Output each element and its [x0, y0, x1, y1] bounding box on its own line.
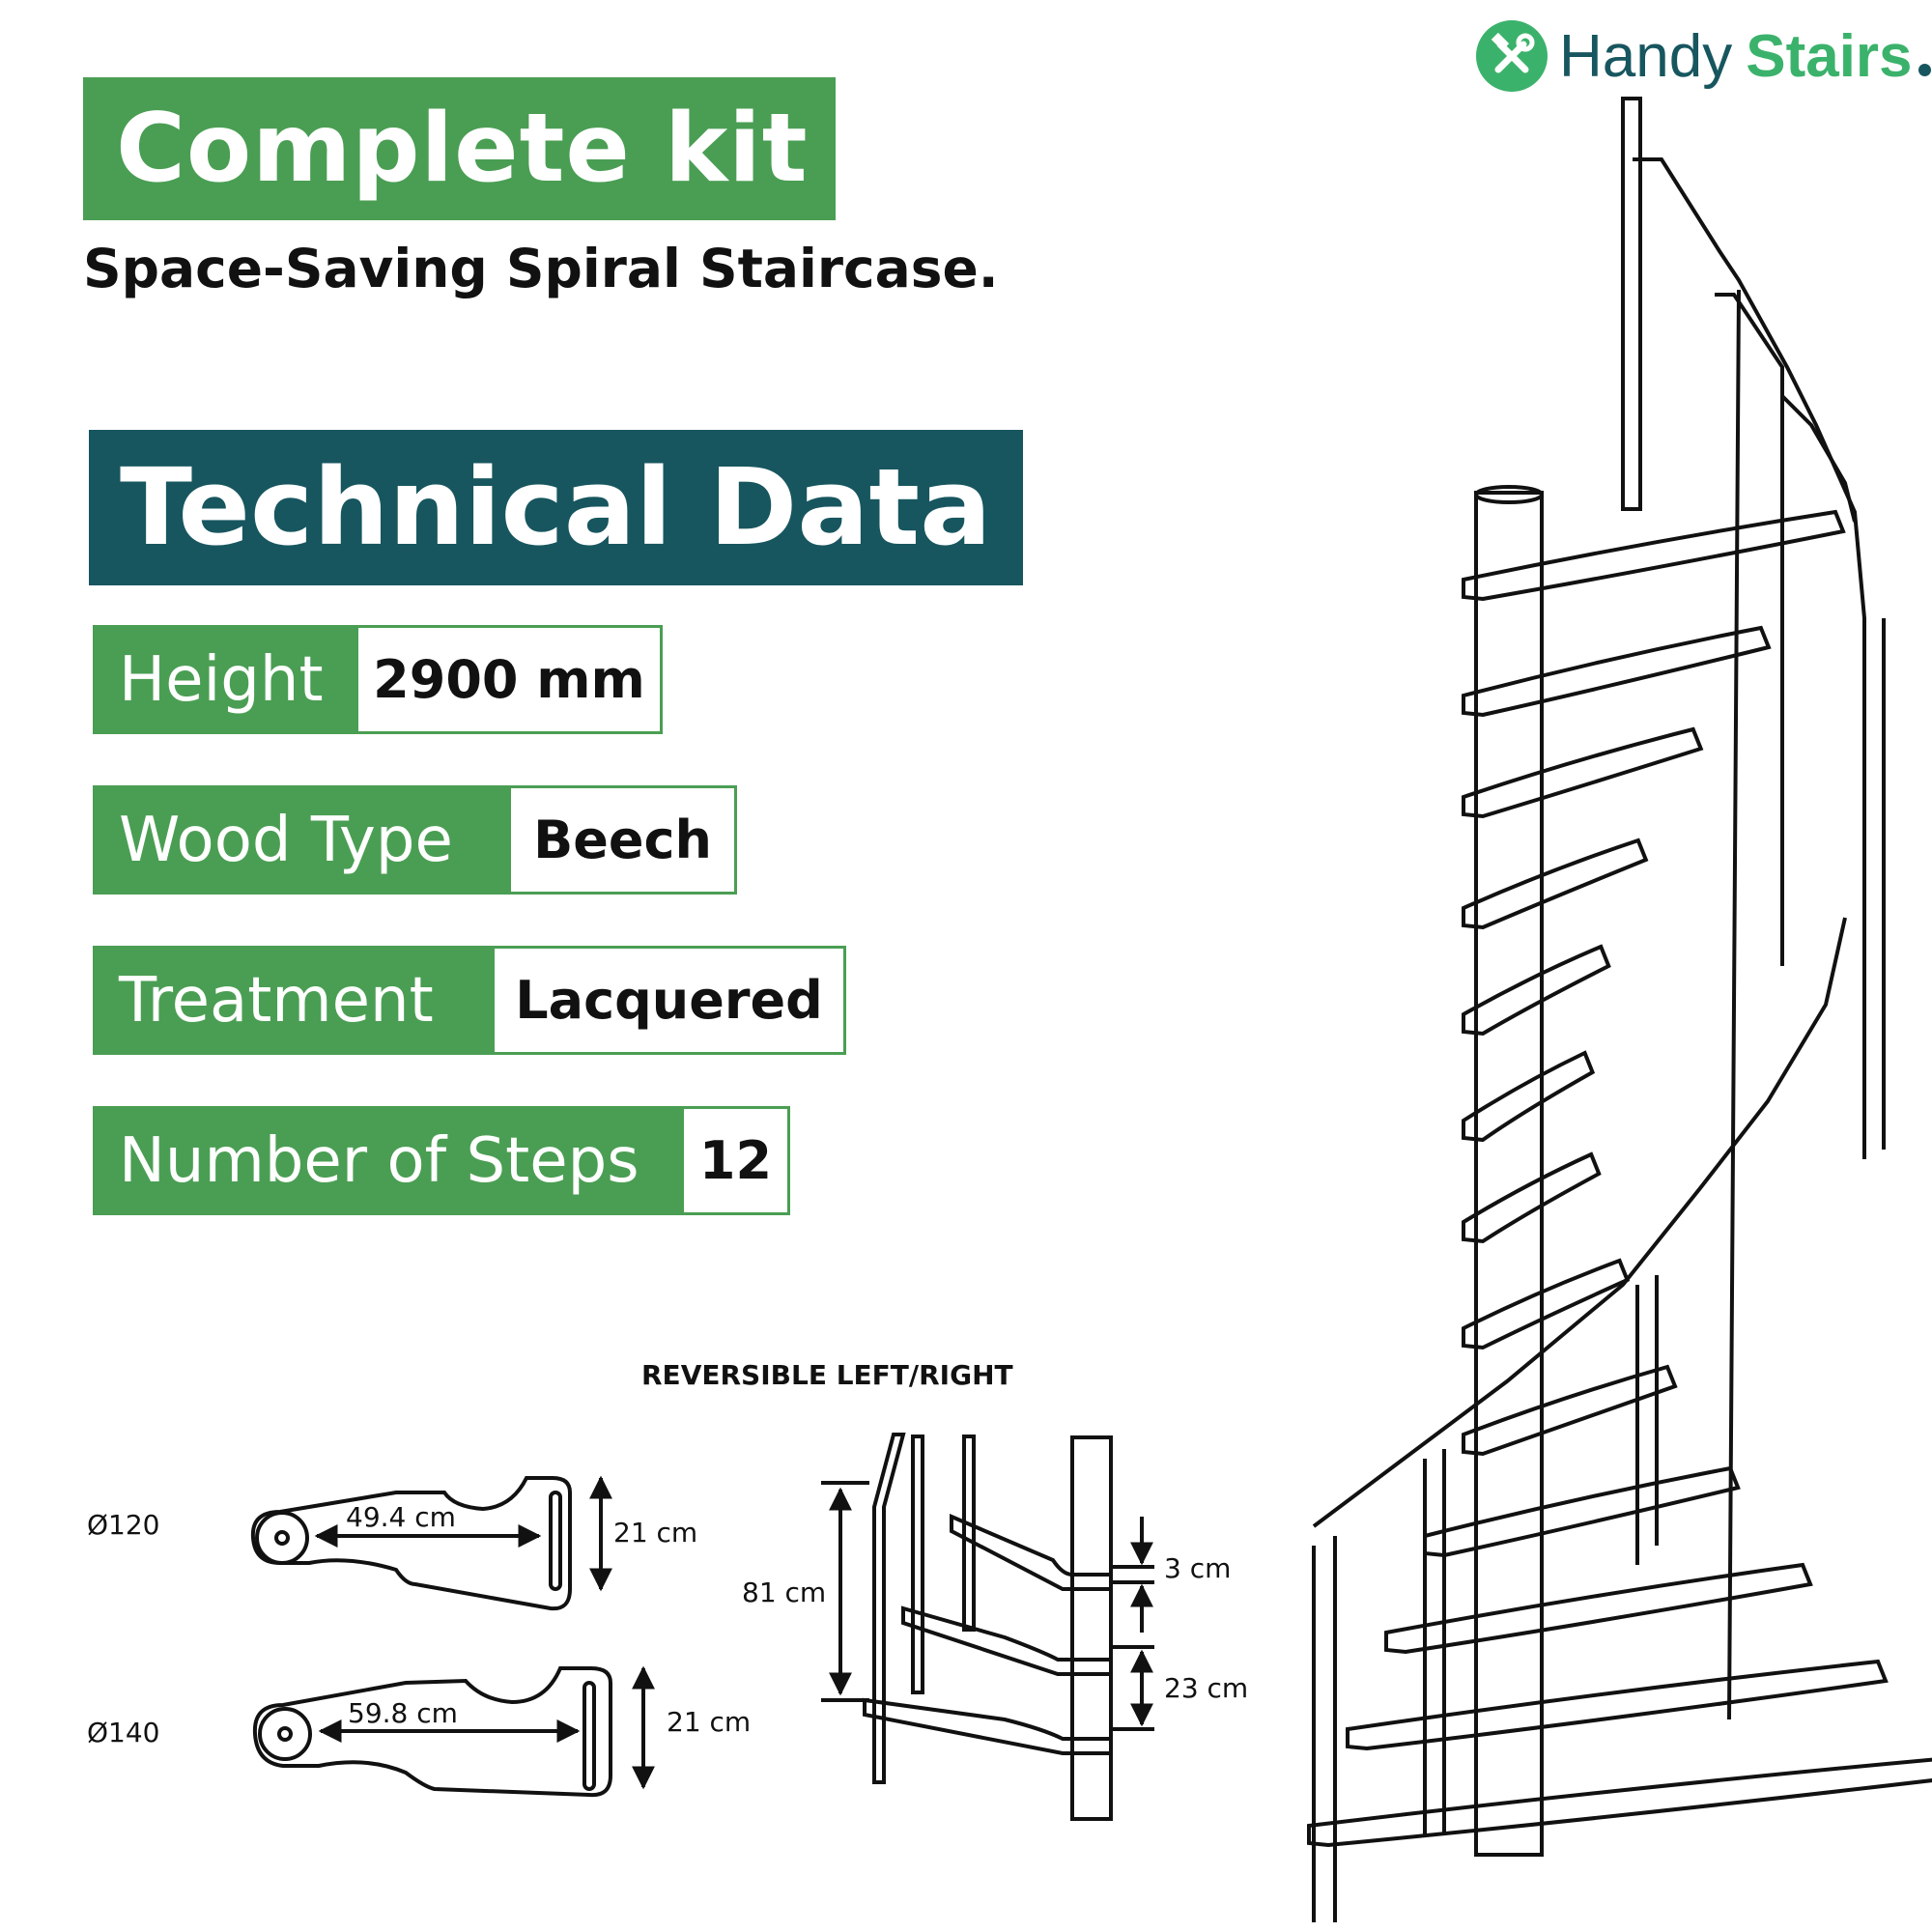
- spec-value: Beech: [533, 810, 712, 870]
- stair-tread: [1462, 1050, 1596, 1143]
- spec-label: Wood Type: [96, 788, 511, 892]
- stair-tread: [1462, 944, 1611, 1037]
- tread-thickness-label: 3 cm: [1164, 1552, 1231, 1584]
- stair-tread: [1462, 1151, 1602, 1244]
- spec-value: 2900 mm: [373, 649, 645, 710]
- page-title: Complete kit: [83, 77, 836, 220]
- tread-diameter: Ø120: [87, 1509, 159, 1541]
- spec-value: 12: [698, 1130, 773, 1191]
- stair-tread: [1462, 1364, 1678, 1457]
- reversible-label: REVERSIBLE LEFT/RIGHT: [641, 1359, 1013, 1391]
- spec-row-wood-type: Wood Type Beech: [93, 785, 737, 895]
- stair-tread: [1462, 726, 1704, 819]
- spec-value: Lacquered: [515, 970, 823, 1031]
- spec-row-height: Height 2900 mm: [93, 625, 663, 734]
- tread-diameter: Ø140: [87, 1717, 159, 1748]
- spec-label: Treatment: [96, 949, 495, 1052]
- stair-tread: [1462, 838, 1649, 930]
- stair-tread: [1462, 509, 1846, 602]
- side-view-diagram: [821, 1433, 1154, 1821]
- tread-diagram-140: [252, 1665, 655, 1798]
- brand-dot: [1918, 63, 1931, 76]
- rise-label: 23 cm: [1164, 1672, 1248, 1704]
- stair-tread: [1423, 1465, 1741, 1558]
- tread-length: 59.8 cm: [348, 1697, 458, 1729]
- brand-word-2: Stairs: [1746, 22, 1913, 90]
- spec-row-steps: Number of Steps 12: [93, 1106, 790, 1215]
- stair-tread: [1462, 625, 1772, 718]
- brand-logo: Handy Stairs: [1476, 18, 1931, 94]
- brand-word-1: Handy: [1559, 22, 1733, 90]
- tread-width: 21 cm: [613, 1517, 697, 1548]
- spiral-staircase-illustration: [1307, 97, 1932, 1922]
- spec-row-treatment: Treatment Lacquered: [93, 946, 846, 1055]
- tread-length: 49.4 cm: [346, 1501, 456, 1533]
- tread-width: 21 cm: [667, 1706, 751, 1738]
- rail-height-label: 81 cm: [742, 1577, 826, 1608]
- spec-label: Height: [96, 628, 358, 731]
- spec-label: Number of Steps: [96, 1109, 684, 1212]
- page-subtitle: Space-Saving Spiral Staircase.: [83, 238, 999, 299]
- stair-tread: [1307, 1757, 1932, 1848]
- technical-data-heading: Technical Data: [89, 430, 1023, 585]
- stair-tread: [1346, 1659, 1889, 1751]
- tread-diagram-120: [250, 1475, 612, 1611]
- tools-icon: [1476, 20, 1548, 92]
- stair-tread: [1384, 1562, 1813, 1655]
- stair-tread: [1462, 1258, 1631, 1350]
